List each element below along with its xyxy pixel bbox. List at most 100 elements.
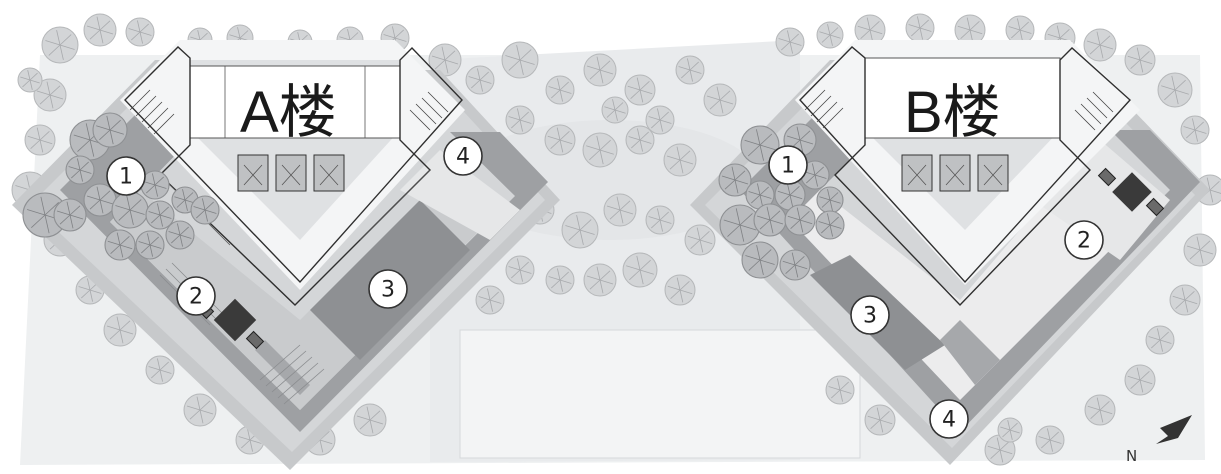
tree-icon [545, 265, 575, 295]
tree-icon [475, 285, 505, 315]
tree-icon [1124, 364, 1156, 396]
building-b-marker-4: 4 [929, 399, 969, 439]
tree-icon [544, 124, 576, 156]
svg-text:1: 1 [781, 154, 795, 179]
tree-icon [1180, 115, 1210, 145]
building-a-marker-4: 4 [443, 136, 483, 176]
building-a-tree-cluster [22, 112, 220, 261]
tree-icon [353, 403, 387, 437]
tree-icon [165, 220, 195, 250]
tree-icon [561, 211, 599, 249]
tree-icon [675, 55, 705, 85]
tree-icon [545, 75, 575, 105]
tree-icon [582, 132, 618, 168]
tree-icon [501, 41, 539, 79]
tree-icon [111, 191, 149, 229]
tree-icon [775, 27, 805, 57]
tree-icon [664, 274, 696, 306]
tree-icon [719, 204, 761, 246]
tree-icon [145, 355, 175, 385]
building-b-marker-2: 2 [1064, 220, 1104, 260]
tree-icon [645, 205, 675, 235]
tree-icon [135, 230, 165, 260]
svg-text:4: 4 [456, 145, 470, 170]
tree-icon [145, 200, 175, 230]
tree-icon [905, 13, 935, 43]
svg-text:1: 1 [119, 165, 133, 190]
building-b-stairs [804, 89, 1114, 131]
building-a-stairs [129, 89, 449, 135]
tree-icon [622, 252, 658, 288]
tree-icon [83, 183, 117, 217]
building-b-label: B楼 [904, 80, 1001, 145]
tree-icon [997, 417, 1023, 443]
tree-icon [65, 155, 95, 185]
svg-text:3: 3 [381, 278, 395, 303]
building-a-marker-3: 3 [368, 269, 408, 309]
tree-icon [53, 198, 87, 232]
tree-icon [703, 83, 737, 117]
building-b-marker-3: 3 [850, 295, 890, 335]
tree-icon [83, 13, 117, 47]
svg-text:3: 3 [863, 304, 877, 329]
tree-icon [779, 249, 811, 281]
tree-icon [741, 241, 779, 279]
building-a-label: A楼 [240, 80, 337, 145]
tree-icon [745, 180, 775, 210]
tree-icon [954, 14, 986, 46]
tree-icon [753, 203, 787, 237]
tree-icon [624, 74, 656, 106]
tree-icon [1083, 28, 1117, 62]
north-label: N [1126, 447, 1137, 465]
svg-text:2: 2 [1077, 229, 1091, 254]
tree-icon [190, 195, 220, 225]
building-a-marker-1: 1 [106, 156, 146, 196]
svg-text:4: 4 [942, 408, 956, 433]
tree-icon [1157, 72, 1193, 108]
building-b-marker-1: 1 [768, 145, 808, 185]
tree-icon [183, 393, 217, 427]
building-a: A楼 [12, 40, 560, 470]
tree-icon [583, 263, 617, 297]
tree-icon [601, 96, 629, 124]
tree-icon [718, 163, 752, 197]
building-b-elevators [901, 154, 1009, 192]
tree-icon [1035, 425, 1065, 455]
tree-icon [17, 67, 43, 93]
tree-icon [33, 78, 67, 112]
building-b: B楼 [690, 40, 1210, 465]
tree-icon [1124, 44, 1156, 76]
tree-icon [92, 112, 128, 148]
tree-icon [505, 255, 535, 285]
tree-icon [625, 125, 655, 155]
tree-icon [125, 17, 155, 47]
tree-icon [103, 313, 137, 347]
tree-icon [684, 224, 716, 256]
tree-icon [645, 105, 675, 135]
building-b-markers: 1 2 3 4 [768, 145, 1104, 439]
tree-icon [1169, 284, 1201, 316]
tree-icon [505, 105, 535, 135]
tree-icon [816, 21, 844, 49]
tree-icon [816, 186, 844, 214]
tree-icon [603, 193, 637, 227]
tree-icon [1145, 325, 1175, 355]
tree-icon [984, 434, 1016, 466]
tree-icon [663, 143, 697, 177]
tree-icon [1005, 15, 1035, 45]
tree-icon [784, 204, 816, 236]
building-a-marker-2: 2 [176, 276, 216, 316]
tree-icon [815, 210, 845, 240]
compass: N [1126, 415, 1192, 465]
svg-text:2: 2 [189, 285, 203, 310]
building-a-elevators [237, 154, 345, 192]
tree-icon [104, 229, 136, 261]
tree-icon [24, 124, 56, 156]
tree-icon [1183, 233, 1217, 267]
building-a-markers: 1 2 3 4 [106, 136, 483, 316]
tree-icon [825, 375, 855, 405]
tree-icon [1084, 394, 1116, 426]
tree-icon [864, 404, 896, 436]
